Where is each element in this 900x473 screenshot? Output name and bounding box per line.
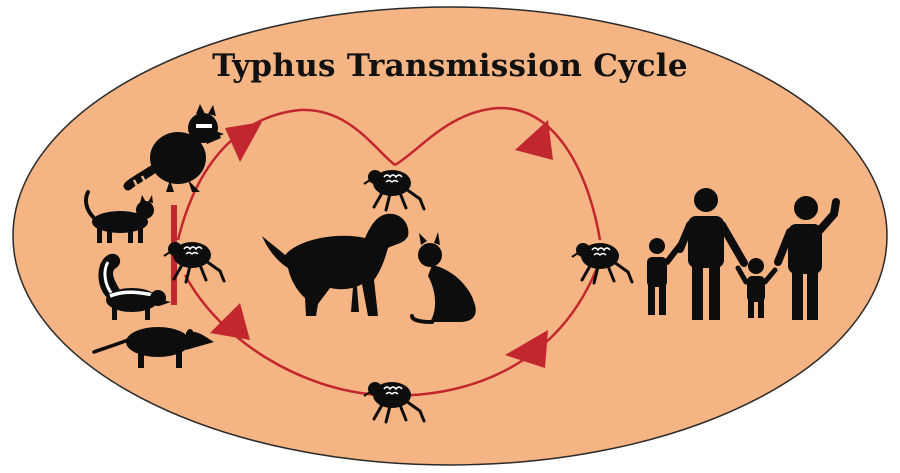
dog-icon: [262, 213, 409, 316]
path-lower-right: [379, 259, 602, 397]
arrow-lower-right-icon: [505, 330, 548, 368]
path-lower-left: [183, 274, 381, 397]
background-oval: [12, 6, 888, 466]
diagram-title: Typhus Transmission Cycle: [212, 48, 688, 84]
path-upper-right: [394, 106, 602, 241]
path-upper-left: [176, 108, 396, 241]
family-icon: [647, 188, 840, 320]
transmission-paths: [176, 106, 602, 397]
arrow-heads: [210, 120, 553, 368]
raccoon-icon: [123, 104, 224, 192]
cat-sitting-icon: [410, 232, 476, 324]
arrow-upper-left-icon: [225, 122, 262, 162]
cat-icon: [84, 190, 154, 243]
skunk-icon: [98, 253, 171, 320]
opossum-icon: [92, 327, 214, 368]
arrow-lower-left-icon: [210, 303, 250, 340]
arrow-upper-right-icon: [515, 120, 553, 160]
